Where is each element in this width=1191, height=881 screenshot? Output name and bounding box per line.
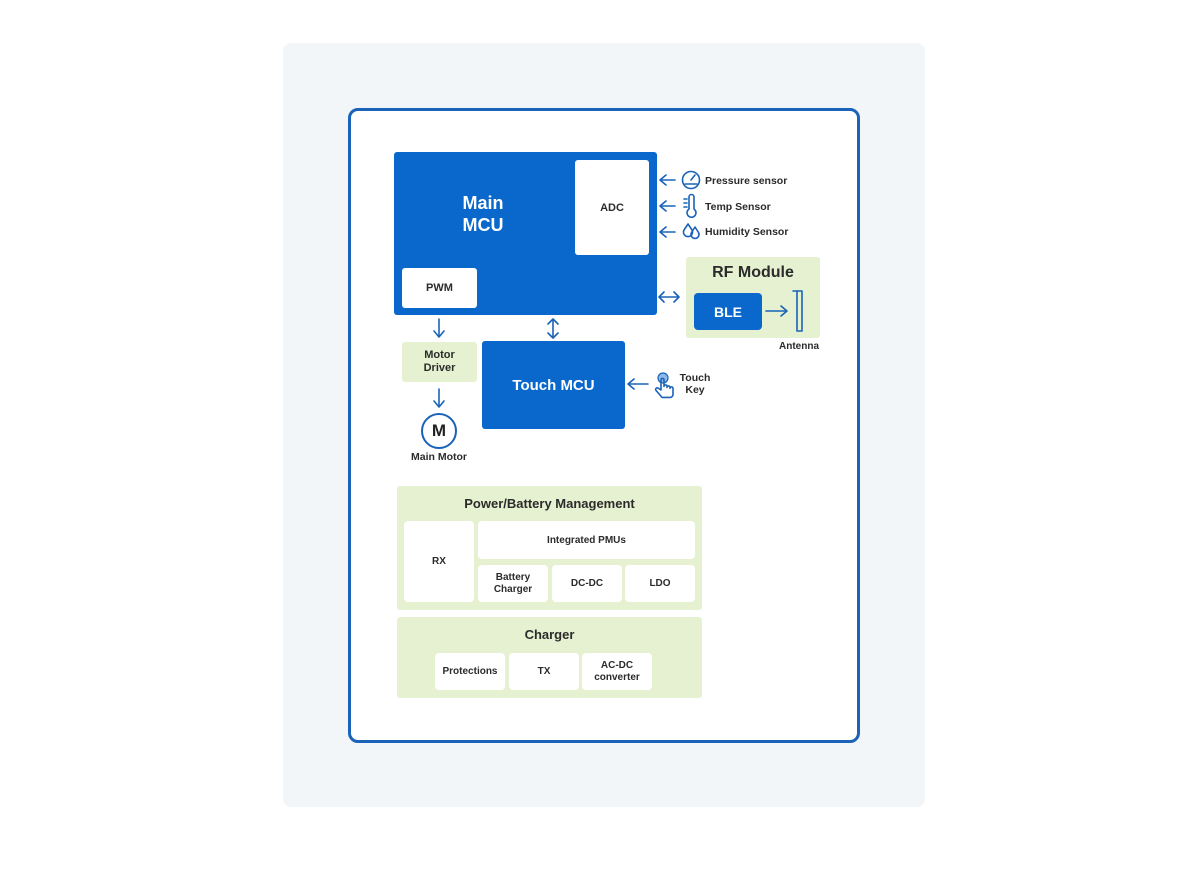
protections-block: Protections <box>435 653 505 690</box>
temp-arrow-icon <box>659 200 676 212</box>
antenna-icon <box>792 290 803 332</box>
ble-block: BLE <box>694 293 762 330</box>
pwm-arrow-icon <box>433 318 445 338</box>
ble-arrow-icon <box>765 305 788 317</box>
touch-hand-icon <box>654 372 674 399</box>
touch-mcu-block: Touch MCU <box>482 341 625 429</box>
pwm-block: PWM <box>402 268 477 308</box>
motor-arrow-icon <box>433 388 445 408</box>
motor-icon: M <box>421 413 457 449</box>
bidirectional-arrow-touch-icon <box>547 318 559 339</box>
touch-key-label: Touch Key <box>679 372 711 396</box>
main-mcu-label: Main MCU <box>462 193 504 235</box>
dc-dc-block: DC-DC <box>552 565 622 602</box>
humidity-sensor-label: Humidity Sensor <box>705 226 789 238</box>
antenna-label: Antenna <box>779 341 819 352</box>
pressure-sensor-label: Pressure sensor <box>705 175 788 187</box>
gauge-icon <box>681 170 701 190</box>
motor-driver-block: Motor Driver <box>402 342 477 382</box>
thermometer-icon <box>683 193 697 218</box>
charger-title: Charger <box>524 627 575 642</box>
ldo-block: LDO <box>625 565 695 602</box>
adc-block: ADC <box>575 160 649 255</box>
main-motor-label: Main Motor <box>411 451 467 463</box>
pressure-arrow-icon <box>659 174 676 186</box>
tx-block: TX <box>509 653 579 690</box>
touch-key-arrow-icon <box>627 378 649 390</box>
temp-sensor-label: Temp Sensor <box>705 201 771 213</box>
rf-module-title: RF Module <box>712 264 794 281</box>
integrated-pmus-block: Integrated PMUs <box>478 521 695 559</box>
droplets-icon <box>682 223 700 240</box>
humidity-arrow-icon <box>659 226 676 238</box>
bidirectional-arrow-rf-icon <box>658 291 680 303</box>
ac-dc-converter-block: AC-DC converter <box>582 653 652 690</box>
rx-block: RX <box>404 521 474 602</box>
power-management-title: Power/Battery Management <box>464 496 635 511</box>
battery-charger-block: Battery Charger <box>478 565 548 602</box>
